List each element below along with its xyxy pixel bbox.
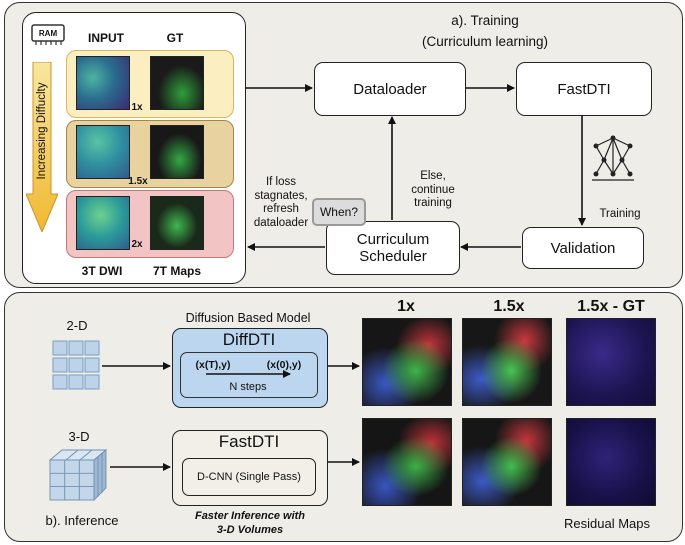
- grid-2d-icon: [52, 340, 100, 390]
- when-badge: When?: [312, 198, 366, 226]
- output-diff-1-5x: [462, 318, 552, 406]
- else-line-2: continue: [411, 183, 455, 196]
- training-title: a). Training: [451, 13, 519, 28]
- xt-label: (x(T),y): [195, 359, 231, 371]
- else-line-1: Else,: [420, 170, 446, 182]
- training-edge-label: Training: [599, 208, 641, 220]
- else-line-3: training: [414, 197, 452, 209]
- cube-3d-icon: [48, 446, 108, 502]
- curriculum-scheduler-box: Curriculum Scheduler: [326, 221, 460, 275]
- difficulty-arrow-icon: [25, 61, 59, 234]
- output-fast-1-5x: [462, 418, 552, 506]
- col-header-1-5x: 1.5x: [493, 298, 525, 315]
- scheduler-line-2: Scheduler: [359, 248, 427, 265]
- output-fast-1x: [362, 418, 452, 506]
- diffdti-title: DiffDTI: [222, 330, 276, 349]
- residual-diff: [566, 318, 656, 406]
- col-header-1x: 1x: [397, 298, 415, 315]
- scale-label-2x: 2x: [131, 239, 143, 250]
- loss-line-4: dataloader: [253, 216, 309, 229]
- input-header: INPUT: [88, 31, 124, 45]
- fastdti-infer-title: FastDTI: [218, 432, 280, 451]
- maps-label: 7T Maps: [152, 264, 201, 278]
- faster-line-1: Faster Inference with: [194, 510, 306, 522]
- two-d-label: 2-D: [66, 318, 88, 333]
- three-d-label: 3-D: [68, 429, 90, 444]
- residual-maps-label: Residual Maps: [564, 516, 650, 531]
- fastdti-train-box: FastDTI: [516, 62, 652, 116]
- col-header-residual: 1.5x - GT: [577, 298, 645, 315]
- loss-line-1: If loss: [265, 176, 297, 188]
- neural-network-icon: [590, 134, 636, 182]
- loss-line-3: refresh: [263, 203, 299, 215]
- diffusion-caption: Diffusion Based Model: [185, 311, 311, 325]
- loss-line-2: stagnates,: [254, 189, 308, 202]
- gt-thumb-2x: [150, 196, 204, 250]
- dcnn-box: D-CNN (Single Pass): [182, 458, 316, 496]
- gt-thumb-1-5x: [150, 125, 204, 179]
- else-text: Else, continue training: [398, 170, 468, 211]
- training-subtitle: (Curriculum learning): [421, 34, 549, 49]
- n-steps-label: N steps: [229, 381, 267, 393]
- dwi-thumb-2x: [76, 196, 130, 250]
- scheduler-line-1: Curriculum: [356, 231, 430, 248]
- dwi-thumb-1-5x: [76, 125, 130, 179]
- inference-label: b). Inference: [45, 513, 119, 528]
- ram-label: RAM: [38, 29, 58, 38]
- x0-label: (x(0),y): [266, 359, 302, 371]
- output-diff-1x: [362, 318, 452, 406]
- validation-box: Validation: [522, 227, 644, 269]
- faster-line-2: 3-D Volumes: [216, 524, 284, 536]
- dwi-thumb-1x: [76, 56, 130, 110]
- scale-label-1x: 1x: [131, 102, 143, 113]
- ram-chip-icon: [30, 22, 66, 46]
- gt-header: GT: [166, 31, 184, 45]
- dwi-label: 3T DWI: [81, 264, 123, 278]
- loss-text: If loss stagnates, refresh dataloader: [244, 176, 318, 230]
- scale-label-1-5x: 1.5x: [128, 176, 148, 187]
- diffusion-steps-box: [180, 352, 318, 398]
- gt-thumb-1x: [150, 56, 204, 110]
- residual-fast: [566, 418, 656, 506]
- dataloader-box: Dataloader: [314, 62, 466, 116]
